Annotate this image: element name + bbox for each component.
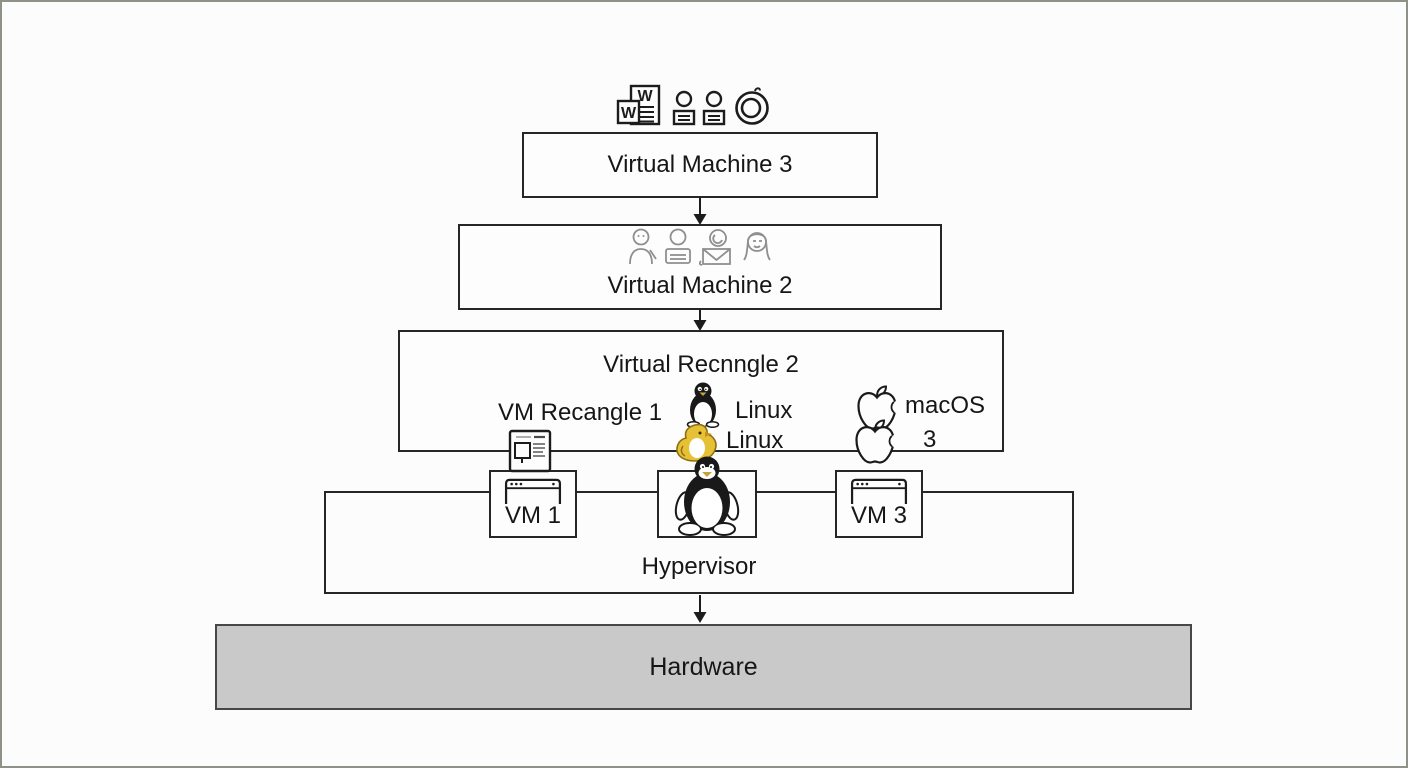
monitor-icon [508, 429, 552, 473]
vm3-label: Virtual Machine 3 [607, 151, 793, 178]
apple-logo-icon [857, 385, 899, 430]
vm-recangle-label: VM Recangle 1 [498, 399, 663, 426]
apple-logo-icon [855, 419, 897, 464]
chick-icon [676, 423, 717, 462]
vm3-inner-label: VM 3 [850, 502, 907, 529]
mail-contact-icon [699, 229, 731, 266]
vm3-inner-box: VM 3 [835, 470, 923, 538]
vm2-box: Virtual Machine 2 [458, 224, 942, 310]
contact-card-icon [665, 228, 691, 264]
linux-label-top: Linux [735, 397, 793, 424]
vm2-icon-row [460, 228, 940, 266]
macos-label: macOS [905, 392, 986, 419]
browser-window-icon [850, 478, 908, 504]
arrow-down-icon [693, 309, 707, 331]
macos-version-label: 3 [923, 426, 937, 453]
top-icon-row: W W [616, 82, 772, 126]
user-card-icon [702, 90, 726, 126]
arrow-down-icon [693, 595, 707, 623]
hardware-box: Hardware [215, 624, 1192, 710]
linux-label-bottom: Linux [726, 427, 784, 454]
ring-icon [735, 87, 769, 125]
person-longhair-icon [743, 232, 771, 261]
user-card-icon [672, 90, 696, 126]
guest-os-title: Virtual Recnngle 2 [603, 351, 799, 378]
vm3-box: Virtual Machine 3 [522, 132, 878, 198]
arrow-down-icon [693, 198, 707, 225]
tux-penguin-icon [674, 456, 740, 536]
svg-text:W: W [621, 105, 637, 122]
vm2-label: Virtual Machine 2 [607, 272, 793, 299]
hardware-label: Hardware [649, 653, 758, 681]
person-sketch-icon [629, 228, 657, 265]
svg-text:W: W [637, 88, 653, 105]
vm1-label: VM 1 [504, 502, 561, 529]
word-document-icon: W W [616, 84, 661, 126]
hypervisor-label: Hypervisor [641, 553, 757, 580]
browser-window-icon [504, 478, 562, 504]
vm1-box: VM 1 [489, 470, 577, 538]
